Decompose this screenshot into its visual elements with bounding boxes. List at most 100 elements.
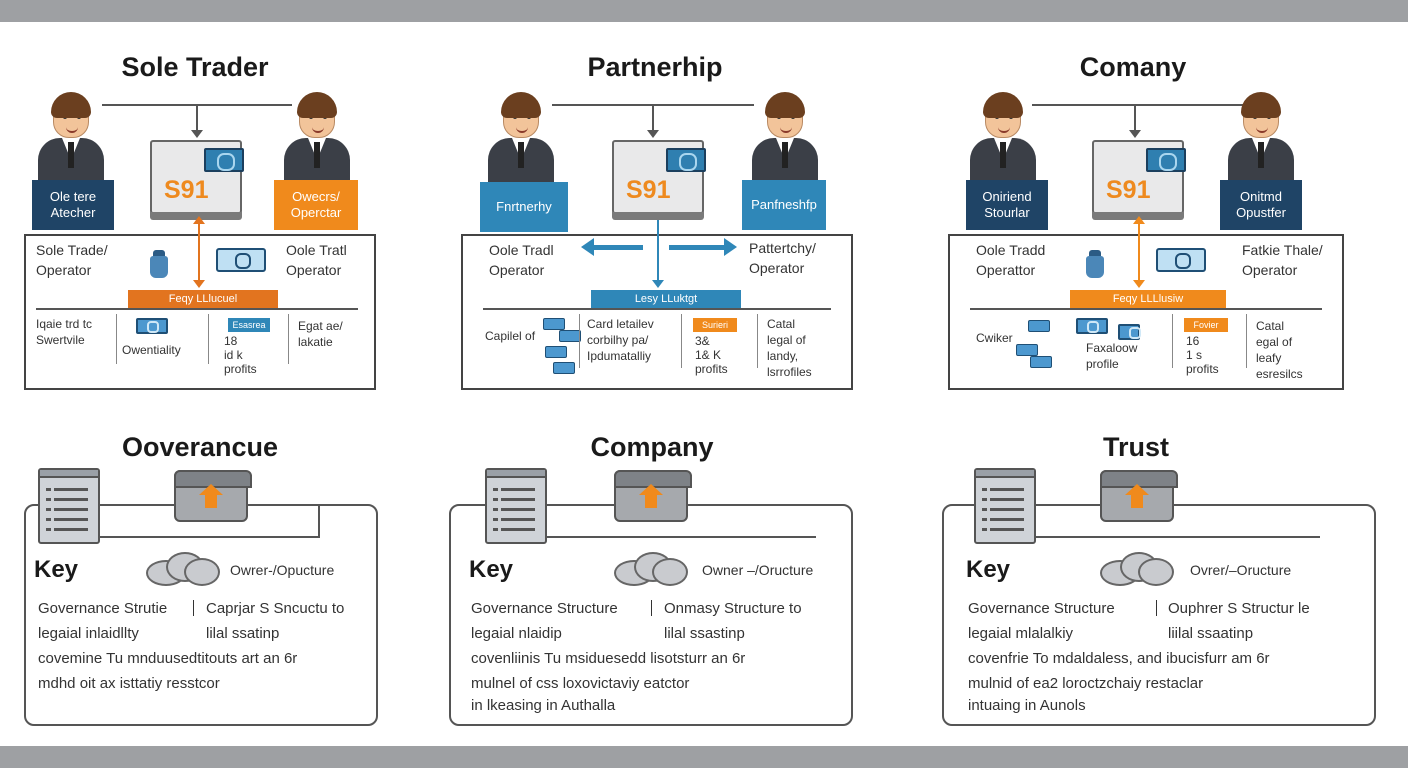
document-icon [974, 468, 1036, 544]
key-title: Key [469, 556, 514, 583]
person-label-right: Owecrs/ Operctar [274, 180, 358, 230]
calculator-icon: S91 [150, 140, 244, 220]
storage-upload-icon [614, 470, 692, 522]
cell-3: 16 1 s profits [1186, 334, 1219, 376]
divider [36, 308, 358, 310]
cell-1: Cwiker [976, 331, 1013, 345]
left-arrow [581, 238, 643, 256]
storage-upload-icon [174, 470, 252, 522]
cash-icon [1028, 320, 1050, 332]
cash-icon [666, 148, 706, 172]
text-line: mdhd oit ax isttatiy resstcor [38, 675, 220, 692]
text-line: intuaing in Aunols [968, 697, 1086, 714]
divider [1246, 314, 1247, 368]
divider [1172, 314, 1173, 368]
band-label: Feqy LLlucuel [128, 290, 278, 308]
vertical-arrow [652, 220, 664, 288]
cloud-icon [1100, 552, 1176, 586]
cell-3: 18 id k profits [224, 334, 257, 376]
connector-arrow [191, 104, 203, 138]
panel-title: Trust [1102, 432, 1169, 462]
connector-arrow [1129, 104, 1141, 138]
person-icon [750, 92, 820, 184]
panel-title: Partnerhip [587, 52, 723, 82]
money-bag-icon [150, 250, 168, 278]
cash-icon [1156, 248, 1206, 272]
text-line: Caprjar S Sncuctu to [206, 600, 345, 617]
cash-icon [1030, 356, 1052, 368]
cash-icon [559, 330, 581, 342]
person-label-right: Panfneshfp [742, 180, 826, 230]
text-line: lilal ssastinp [664, 625, 745, 642]
box-left-label: Oole Tradd Operattor [976, 242, 1046, 278]
connector-arrow [647, 104, 659, 138]
info-box: Oole Tradd Operattor Fatkie Thale/ Opera… [948, 216, 1344, 390]
text-line: legaial mlalalkiy [968, 625, 1074, 642]
document-icon [485, 468, 547, 544]
cell-4: Egat ae/ lakatie [298, 319, 343, 349]
top-gray-bar [0, 0, 1408, 22]
divider [208, 314, 209, 364]
text-line: in lkeasing in Authalla [471, 697, 616, 714]
text-line: Governance Structure [968, 600, 1115, 617]
cash-icon [1076, 318, 1108, 334]
person-icon [282, 92, 352, 184]
separator [193, 600, 194, 616]
text-line: mulnel of css loxovictaviy eatctor [471, 675, 690, 692]
panel-title: Ooverancue [121, 432, 279, 462]
cell-tag: Surieri [693, 318, 737, 332]
separator [651, 600, 652, 616]
info-box: Oole Tradl Operator Pattertchy/ Operator… [461, 220, 853, 390]
text-line: Ouphrer S Structur le [1168, 600, 1310, 617]
divider [483, 308, 831, 310]
cell-tag: Fovier [1184, 318, 1228, 332]
connector-line [318, 504, 320, 538]
key-label: Ovrer/–Oructure [1190, 562, 1292, 578]
text-line: legaial inlaidllty [38, 625, 139, 642]
person-icon [968, 92, 1038, 184]
cash-icon [543, 318, 565, 330]
connector-line [1020, 536, 1320, 538]
cash-icon [553, 362, 575, 374]
cell-2: Card letailev corbilhy pa/ Ipdumatalliy [587, 317, 654, 363]
amount: S91 [164, 176, 209, 204]
person-icon [1226, 92, 1296, 184]
bottom-gray-bar [0, 746, 1408, 768]
text-line: covenliinis Tu msiduesedd lisotsturr an … [471, 650, 746, 667]
divider [116, 314, 117, 364]
cash-icon [204, 148, 244, 172]
cell-2: Owentiality [122, 343, 181, 357]
box-left-label: Oole Tradl Operator [489, 242, 554, 278]
document-icon [38, 468, 100, 544]
cell-1: Capilel of [485, 329, 536, 343]
person-label-right: Onitmd Opustfer [1220, 180, 1302, 230]
box-right-label: Pattertchy/ Operator [749, 240, 816, 276]
person-label-left: Fnrtnerhy [480, 182, 568, 232]
cell-2: Faxaloow profile [1086, 341, 1138, 371]
calculator-icon: S91 [1092, 140, 1186, 220]
cash-icon [1118, 324, 1141, 340]
key-title: Key [966, 556, 1011, 583]
band-label: Feqy LLLlusiw [1070, 290, 1226, 308]
box-right-label: Oole Tratl Operator [286, 242, 347, 278]
cloud-icon [146, 552, 222, 586]
panel-title: Sole Trader [121, 52, 269, 82]
divider [579, 314, 580, 368]
cloud-icon [614, 552, 690, 586]
cash-icon [1146, 148, 1186, 172]
cell-1: Iqaie trd tc Swertvile [36, 317, 93, 347]
separator [1156, 600, 1157, 616]
panel-title: Company [590, 432, 714, 462]
money-bag-icon [1086, 250, 1104, 278]
amount: S91 [1106, 176, 1151, 204]
person-icon [486, 92, 556, 184]
cell-3: 3& 1& K profits [695, 334, 728, 376]
text-line: Onmasy Structure to [664, 600, 802, 617]
divider [681, 314, 682, 368]
band-label: Lesy LLuktgt [591, 290, 741, 308]
person-label-left: Ole tere Atecher [32, 180, 114, 230]
box-left-label: Sole Trade/ Operator [36, 242, 108, 278]
key-title: Key [34, 556, 79, 583]
text-line: liilal ssaatinp [1168, 625, 1254, 642]
text-line: mulnid of ea2 loroctzchaiy restaclar [968, 675, 1204, 692]
